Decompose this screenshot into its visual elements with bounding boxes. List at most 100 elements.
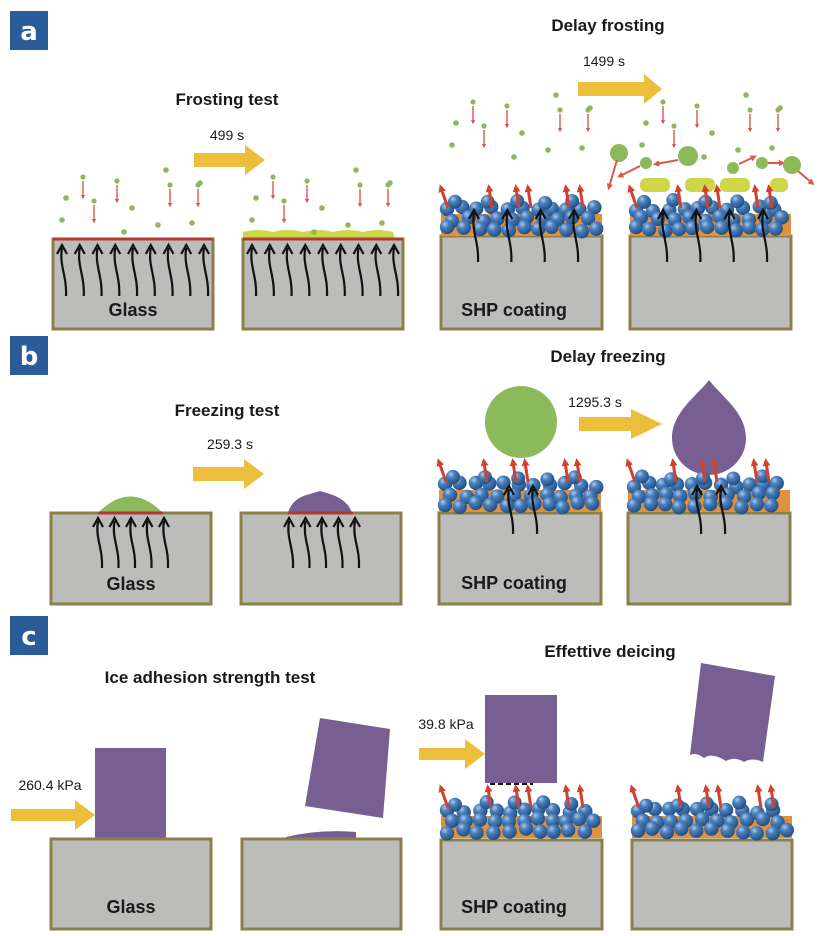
- heat-arrow-head: [388, 242, 400, 255]
- nanoparticle: [530, 811, 546, 826]
- vapor-arrow-icon: [524, 784, 533, 809]
- nanoparticle: [571, 811, 587, 827]
- vapor-arrow-icon: [521, 458, 530, 483]
- nanoparticle: [482, 497, 498, 513]
- vapor-arrow-icon: [561, 458, 570, 483]
- nanoparticle: [544, 219, 559, 234]
- panel-letter: a: [20, 17, 38, 47]
- glass-adhesion-force-label: 260.4 kPa: [18, 777, 81, 793]
- heat-arrow-icon: [303, 520, 311, 569]
- vapor-arrow-icon: [438, 784, 450, 809]
- nanoparticle: [695, 811, 710, 827]
- nanoparticle: [501, 223, 516, 238]
- nanoparticle: [469, 825, 484, 840]
- shp-substrate-after: [629, 663, 794, 931]
- nanoparticle: [577, 824, 593, 839]
- heat-arrow-icon: [695, 488, 703, 535]
- heat-arrow-icon: [303, 247, 311, 297]
- nanoparticle: [755, 469, 770, 484]
- heat-arrow-icon: [184, 247, 192, 297]
- nanoparticle: [730, 194, 745, 209]
- nanoparticle: [560, 822, 576, 838]
- heat-arrow-icon: [507, 488, 515, 535]
- panel-b: b Freezing test 259.3 s Glass Delay free…: [10, 336, 792, 606]
- nanoparticle: [585, 496, 600, 511]
- vapor-arrow-icon: [485, 184, 494, 209]
- panel-c: c Ice adhesion strength test 260.4 kPa G…: [10, 616, 794, 931]
- vapor-arrow-icon: [762, 458, 771, 483]
- heat-arrow-icon: [113, 247, 121, 297]
- ice-adhesion-title: Ice adhesion strength test: [105, 668, 316, 687]
- nanoparticle: [659, 824, 675, 840]
- nanoparticle: [486, 825, 501, 840]
- vapor-droplet: [553, 92, 559, 98]
- nanoparticle: [742, 220, 757, 235]
- vapor-droplet: [777, 105, 783, 111]
- vapor-arrow-icon: [714, 784, 723, 809]
- vapor-arrow-icon: [576, 784, 585, 809]
- heat-arrow-icon: [202, 247, 210, 297]
- nanoparticle: [588, 221, 604, 236]
- nanoparticle: [437, 497, 453, 513]
- vapor-arrow-icon: [480, 458, 489, 483]
- water-vapor-droplets: [59, 167, 203, 235]
- heat-arrow-icon: [250, 247, 258, 297]
- heat-arrow-head: [317, 242, 329, 255]
- vapor-droplet: [80, 174, 86, 180]
- heat-arrow-icon: [96, 520, 104, 569]
- delay-freezing-title: Delay freezing: [550, 347, 665, 366]
- nanoparticle: [728, 223, 743, 238]
- nanoparticle: [765, 485, 780, 501]
- heat-arrow-head: [141, 515, 154, 528]
- heat-arrow-head: [125, 515, 137, 528]
- heat-flow-arrows: [56, 242, 210, 297]
- vapor-droplet: [587, 105, 593, 111]
- nanoparticle: [751, 485, 767, 501]
- nanoparticle: [704, 821, 719, 836]
- panel-letter: b: [20, 342, 39, 372]
- heat-arrow-head: [690, 207, 703, 220]
- vapor-arrow-icon: [562, 784, 571, 809]
- glass-substrate-after: [240, 718, 403, 931]
- heat-arrow-head: [501, 207, 514, 220]
- nanoparticle: [570, 495, 585, 510]
- water-vapor-droplets: [639, 92, 783, 160]
- nanoparticle: [734, 500, 749, 515]
- vapor-arrow-icon: [438, 184, 450, 209]
- nanoparticle: [456, 220, 471, 235]
- nanoparticle: [473, 221, 488, 237]
- nanoparticle: [635, 469, 649, 484]
- vapor-droplet: [671, 123, 677, 129]
- glass-substrate-before: Glass: [49, 496, 213, 606]
- nanoparticle: [626, 498, 642, 513]
- vapor-droplet: [253, 195, 259, 201]
- vapor-droplet: [643, 120, 649, 126]
- nanoparticle: [546, 824, 561, 839]
- vapor-droplet: [769, 145, 775, 151]
- vapor-arrow-icon: [625, 458, 637, 483]
- heat-arrow-head: [349, 515, 361, 528]
- vapor-droplet: [545, 147, 551, 153]
- heat-arrow-head: [568, 207, 580, 220]
- delay-freezing-time-label: 1295.3 s: [568, 394, 622, 410]
- vapor-droplet: [129, 205, 135, 211]
- heat-arrow-head: [334, 242, 347, 255]
- vapor-droplet: [511, 154, 517, 160]
- nanoparticle: [658, 223, 673, 238]
- shp-substrate-before: SHP coating: [438, 695, 604, 931]
- vapor-arrow-icon: [698, 458, 707, 483]
- shp-coating-layer: [630, 795, 794, 841]
- heat-arrow-icon: [374, 247, 382, 297]
- heat-flow-arrows: [468, 207, 580, 263]
- nanoparticle: [643, 496, 659, 512]
- panel-badge-a: a: [10, 11, 48, 50]
- process-arrow-icon: [579, 409, 662, 439]
- heat-arrow-head: [534, 207, 547, 220]
- heat-arrow-head: [352, 242, 365, 255]
- substrate-label: Glass: [106, 574, 155, 594]
- heat-arrow-icon: [392, 247, 400, 297]
- heat-arrow-icon: [287, 520, 295, 569]
- delay-frosting-title: Delay frosting: [551, 16, 664, 35]
- heat-arrow-head: [162, 242, 175, 255]
- glass-substrate-before: Glass: [51, 237, 215, 331]
